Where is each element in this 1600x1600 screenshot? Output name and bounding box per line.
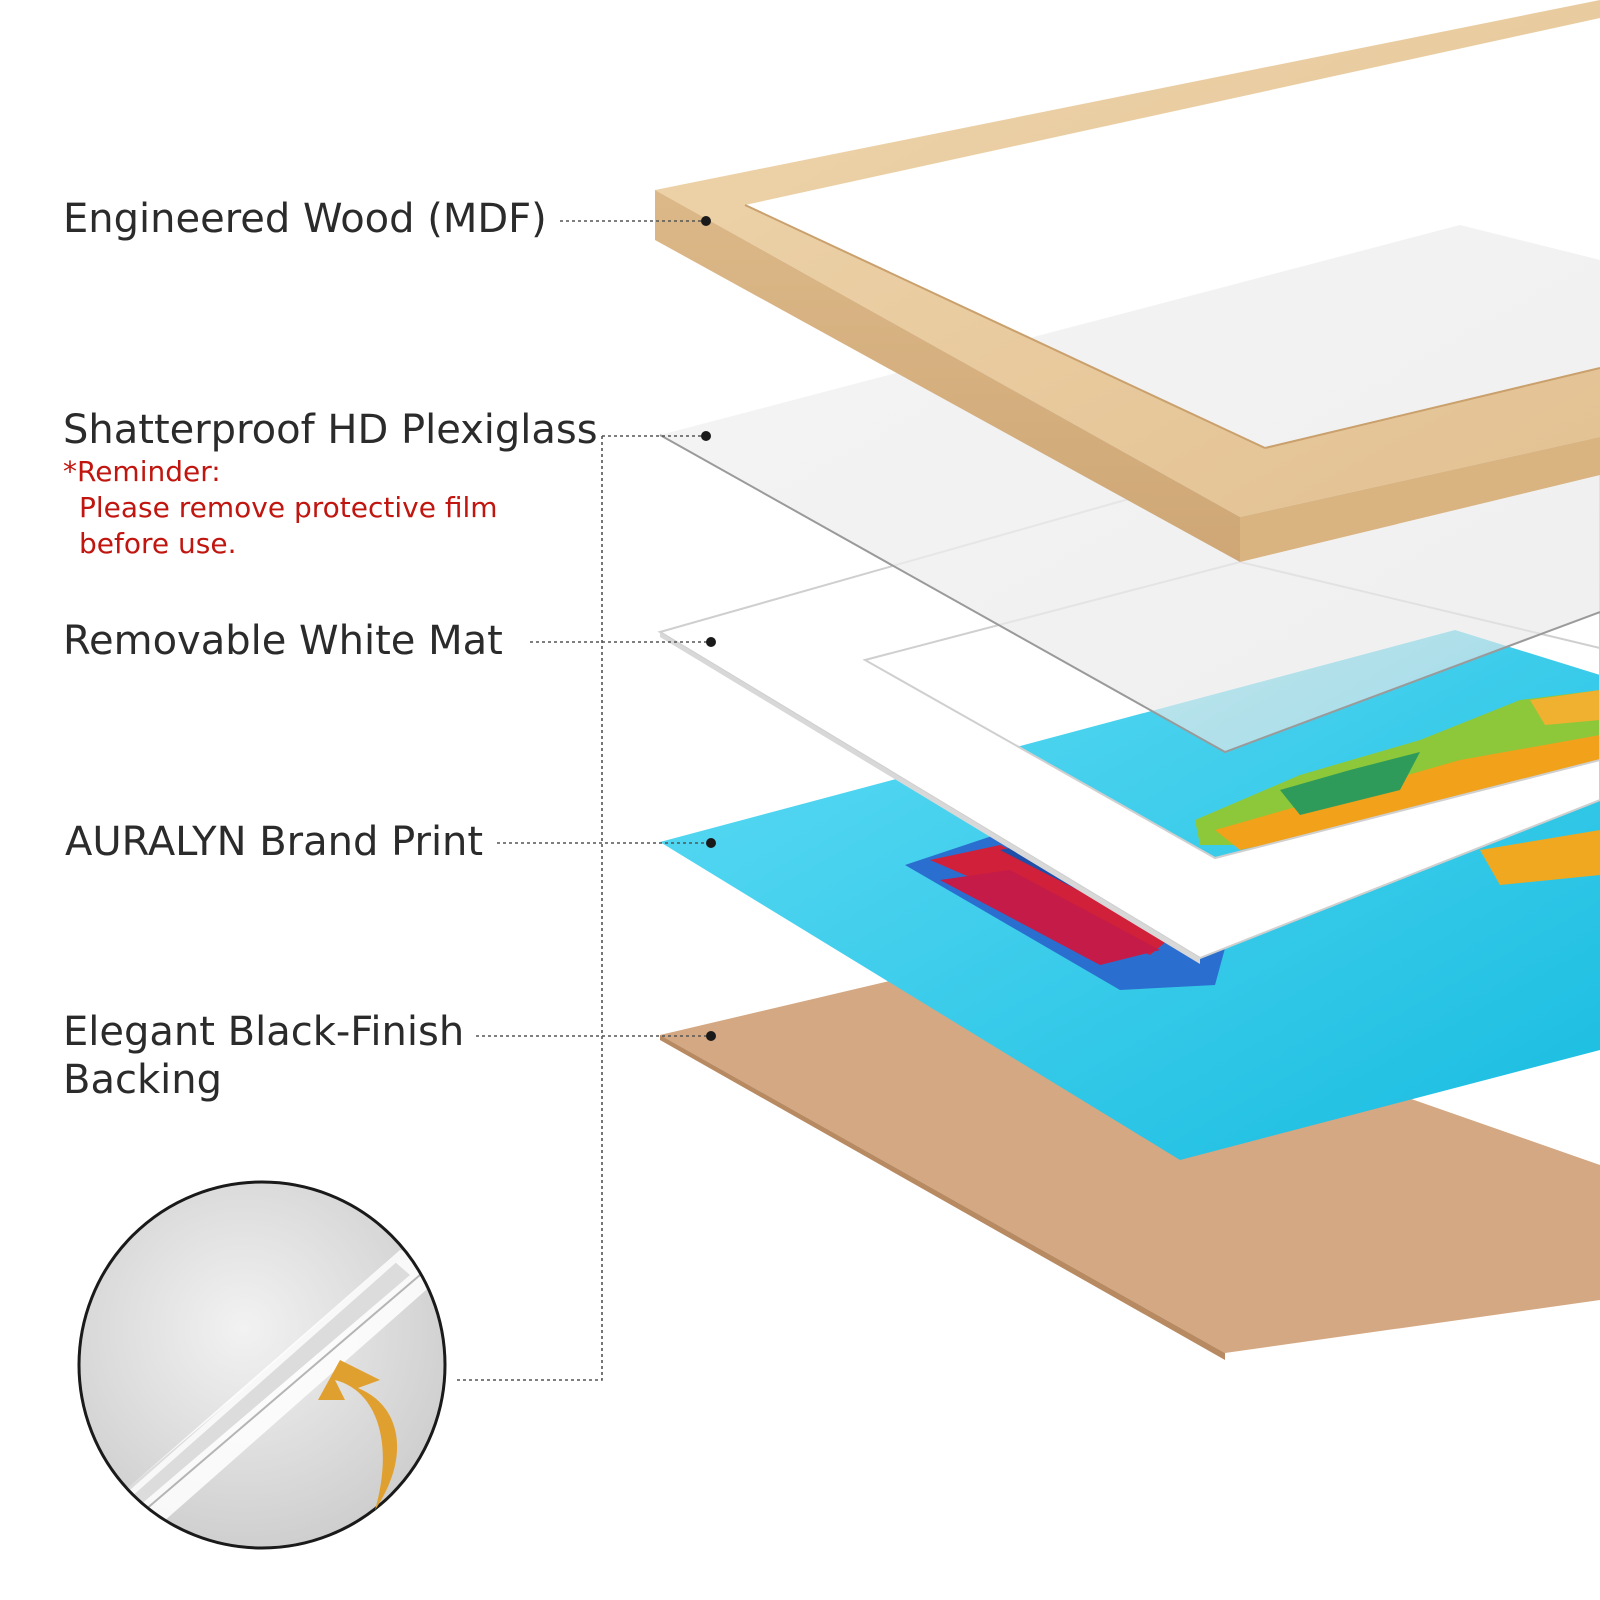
wood-frame: [655, 0, 1600, 562]
film-detail-lens: [77, 1180, 447, 1550]
label-backing-line-2: Backing: [63, 1057, 222, 1103]
label-plexiglass: Shatterproof HD Plexiglass: [63, 407, 598, 453]
leader-detail: [455, 436, 603, 1381]
backing-board: [660, 955, 1600, 1360]
reminder-title: *Reminder:: [63, 455, 221, 488]
reminder-line-2: before use.: [79, 527, 237, 560]
label-engineered-wood: Engineered Wood (MDF): [63, 196, 547, 242]
reminder-line-1: Please remove protective film: [79, 491, 498, 524]
leader-lines: [455, 220, 710, 1381]
label-backing: Elegant Black-Finish Backing: [63, 1008, 464, 1104]
label-white-mat: Removable White Mat: [63, 618, 503, 664]
reminder-note: *Reminder: Please remove protective film…: [63, 454, 498, 562]
leader-dots: [701, 216, 716, 1041]
label-backing-line-1: Elegant Black-Finish: [63, 1009, 465, 1055]
curved-arrow-icon: [318, 1360, 398, 1510]
label-brand-print: AURALYN Brand Print: [65, 819, 484, 865]
